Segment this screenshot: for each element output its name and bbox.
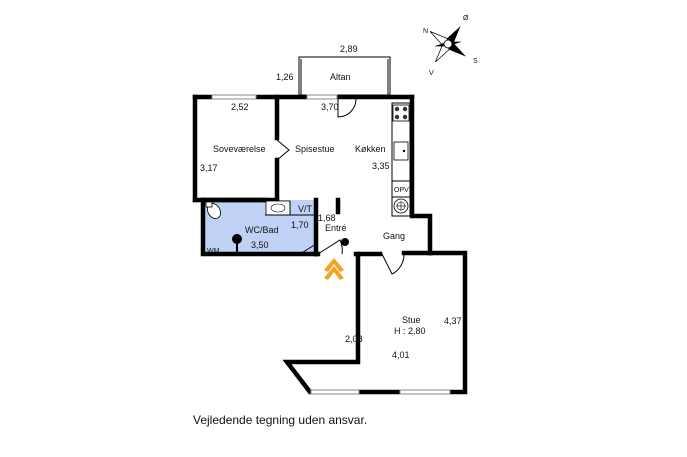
room-spisestue: Spisestue	[295, 144, 335, 154]
dim-stue-depth: 4,37	[444, 316, 462, 326]
fan-icon	[393, 198, 409, 214]
compass-n: N	[423, 28, 428, 35]
room-wm: WM	[207, 248, 220, 255]
compass-rose-icon	[429, 25, 467, 63]
toilet-icon	[205, 201, 221, 219]
room-wc-bad: WC/Bad	[245, 225, 279, 235]
room-stue: Stue	[402, 315, 421, 325]
door-living	[381, 253, 405, 275]
dim-bad-width: 3,50	[251, 240, 269, 250]
door-entrance	[317, 239, 343, 255]
compass-v: V	[429, 70, 434, 77]
walls	[192, 94, 468, 395]
room-vt: V/T	[298, 204, 313, 214]
door-balcony	[337, 98, 357, 118]
dim-koekken-depth: 3,35	[372, 161, 390, 171]
room-opv: OPV	[394, 187, 409, 194]
dim-altan-depth: 1,26	[276, 72, 294, 82]
dim-sove-depth: 3,17	[200, 163, 218, 173]
washbasin-icon	[265, 200, 291, 216]
door-bath	[299, 243, 317, 255]
window-living-2	[399, 389, 451, 395]
dim-stue-side: 2,08	[345, 334, 363, 344]
compass-o: Ø	[463, 15, 469, 22]
bathroom-floor	[203, 200, 316, 254]
room-stue-height: H : 2,80	[394, 326, 426, 336]
installation-icon	[341, 238, 349, 246]
sink-icon	[393, 141, 409, 161]
dim-stue-width: 4,01	[392, 350, 410, 360]
dim-spise-width: 3,70	[321, 102, 339, 112]
dim-entre-depth: 1,68	[318, 213, 336, 223]
door-bedroom	[276, 139, 290, 161]
balcony-outline	[298, 56, 391, 96]
dim-altan-width: 2,89	[340, 44, 358, 54]
disclaimer-caption: Vejledende tegning uden ansvar.	[193, 413, 367, 427]
stove-icon	[392, 104, 410, 122]
dim-sove-width: 2,52	[231, 102, 249, 112]
entrance-arrow-icon	[324, 258, 344, 280]
window-dining	[306, 94, 338, 100]
dim-vt-depth: 1,70	[291, 220, 309, 230]
room-gang: Gang	[383, 231, 405, 241]
room-koekken: Køkken	[355, 144, 386, 154]
compass-s: S	[473, 58, 478, 65]
window-living-1	[310, 389, 360, 395]
room-entre: Entré	[325, 223, 347, 233]
room-sovevaerelse: Soveværelse	[213, 144, 266, 154]
window-bedroom	[211, 94, 257, 100]
room-altan: Altan	[330, 72, 351, 82]
